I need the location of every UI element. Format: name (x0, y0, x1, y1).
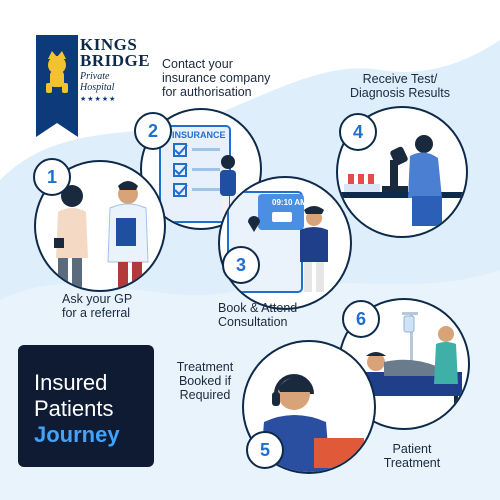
step-4-caption: Receive Test/ Diagnosis Results (349, 72, 451, 100)
step-3-caption: Book & Attend Consultation (218, 301, 298, 329)
step-6-badge: 6 (342, 300, 380, 338)
journey-title-box: Insured Patients Journey (18, 345, 154, 467)
step-2-badge: 2 (134, 112, 172, 150)
title-line-3: Journey (34, 422, 120, 447)
step-4-badge: 4 (339, 113, 377, 151)
step-1-caption: Ask your GP for a referral (62, 292, 133, 320)
brand-sub-line2: Hospital (80, 82, 115, 93)
brand-stars: ★★★★★ (80, 95, 117, 103)
step-2-caption: Contact your insurance company for autho… (162, 57, 271, 99)
title-line-2: Patients (34, 396, 114, 421)
step-3-illustration: 09:10 AM (218, 176, 352, 310)
brand-name-line2: BRIDGE (80, 51, 151, 70)
step-4-illustration (336, 106, 468, 238)
insurance-label: INSURANCE (172, 130, 226, 140)
time-label: 09:10 AM (272, 198, 307, 207)
step-1-badge: 1 (33, 158, 71, 196)
step-3-badge: 3 (222, 246, 260, 284)
brand-name-line1: KINGS (80, 35, 138, 54)
step-5-badge: 5 (246, 431, 284, 469)
step-5-caption: Treatment Booked if Required (176, 360, 234, 402)
step-6-caption: Patient Treatment (383, 442, 441, 470)
hospital-logo (36, 35, 136, 137)
title-line-1: Insured (34, 370, 108, 395)
brand-sub-line1: Private (80, 71, 110, 82)
brand-block: KINGS BRIDGE Private Hospital ★★★★★ (80, 35, 151, 103)
